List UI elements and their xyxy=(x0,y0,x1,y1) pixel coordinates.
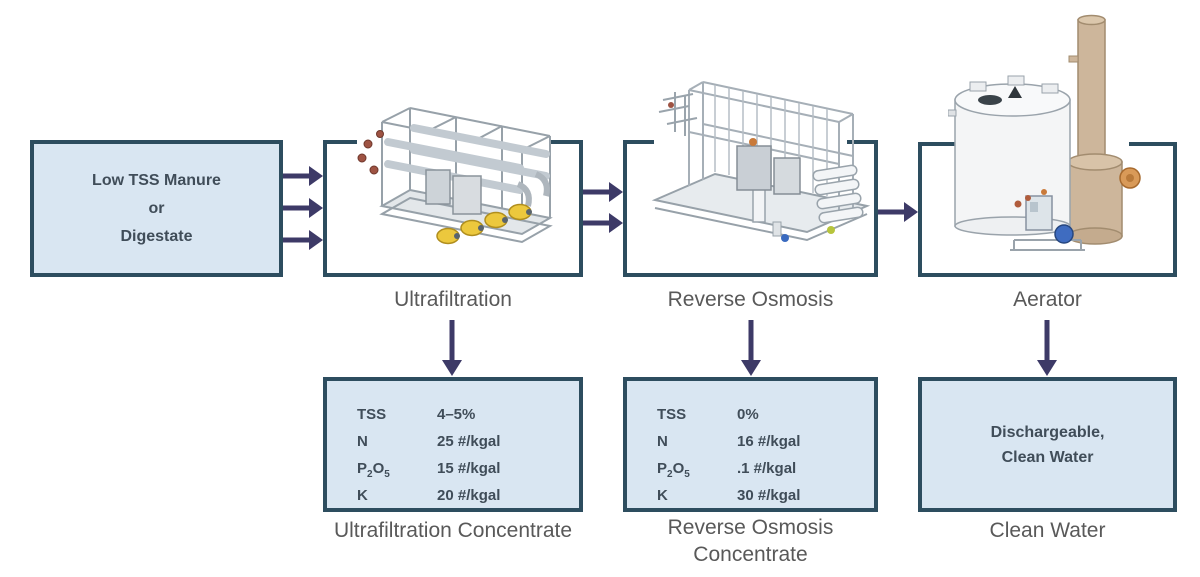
table-row: K 20 #/kgal xyxy=(357,482,500,509)
top-border-segment xyxy=(1129,142,1173,146)
table-row: TSS 4–5% xyxy=(357,401,500,428)
top-border-segment xyxy=(327,140,357,144)
flow-arrow-icon xyxy=(878,202,918,222)
table-row: P2O5 15 #/kgal xyxy=(357,455,500,482)
param-value: 30 #/kgal xyxy=(737,487,801,504)
param-label: TSS xyxy=(657,406,687,423)
reverse-osmosis-concentrate-box: TSS 0% N 16 #/kgal P2O5 .1 #/kgal K 30 #… xyxy=(623,377,878,512)
top-border-segment xyxy=(847,140,874,144)
ultrafiltration-label: Ultrafiltration xyxy=(394,288,512,311)
top-border-segment xyxy=(627,140,654,144)
param-value: 15 #/kgal xyxy=(437,460,501,477)
clean-water-label: Clean Water xyxy=(989,519,1106,542)
feed-line-2: or xyxy=(148,199,165,217)
aerator-equipment-image xyxy=(948,14,1141,251)
param-value: 0% xyxy=(737,406,759,423)
param-value: 20 #/kgal xyxy=(437,487,501,504)
flow-arrow-icon xyxy=(283,198,323,218)
reverse-osmosis-equipment-image xyxy=(651,81,871,242)
param-label: N xyxy=(657,433,668,450)
top-border-segment xyxy=(549,140,579,144)
flow-arrow-icon xyxy=(583,213,623,233)
param-value: 4–5% xyxy=(437,406,476,423)
feed-line-3: Digestate xyxy=(120,227,193,245)
param-value: .1 #/kgal xyxy=(737,460,797,477)
param-label: K xyxy=(657,487,668,504)
aerator-label: Aerator xyxy=(1013,288,1082,311)
down-arrow-icon xyxy=(741,320,761,376)
caption-line: Reverse Osmosis xyxy=(667,516,834,539)
clean-water-box: Dischargeable, Clean Water xyxy=(918,377,1177,512)
feed-line-1: Low TSS Manure xyxy=(92,171,221,189)
concentrate-table: TSS 0% N 16 #/kgal P2O5 .1 #/kgal K 30 #… xyxy=(627,381,800,509)
ultrafiltration-concentrate-box: TSS 4–5% N 25 #/kgal P2O5 15 #/kgal K 20… xyxy=(323,377,583,512)
flow-arrow-icon xyxy=(283,230,323,250)
top-border-segment xyxy=(922,142,966,146)
reverse-osmosis-label: Reverse Osmosis xyxy=(667,288,834,311)
table-row: P2O5 .1 #/kgal xyxy=(657,455,800,482)
clean-water-line-1: Dischargeable, xyxy=(990,423,1105,441)
param-value: 16 #/kgal xyxy=(737,433,801,450)
flow-arrow-icon xyxy=(283,166,323,186)
reverse-osmosis-concentrate-label: Reverse Osmosis Concentrate xyxy=(623,514,878,568)
down-arrow-icon xyxy=(1037,320,1057,376)
param-value: 25 #/kgal xyxy=(437,433,501,450)
param-label: N xyxy=(357,433,368,450)
param-label: TSS xyxy=(357,406,387,423)
table-row: K 30 #/kgal xyxy=(657,482,800,509)
down-arrow-icon xyxy=(442,320,462,376)
table-row: N 16 #/kgal xyxy=(657,428,800,455)
caption-line: Concentrate xyxy=(693,543,808,566)
param-label: K xyxy=(357,487,368,504)
ultrafiltration-equipment-image xyxy=(357,107,553,245)
table-row: N 25 #/kgal xyxy=(357,428,500,455)
flow-arrow-icon xyxy=(583,182,623,202)
feed-box: Low TSS Manure or Digestate xyxy=(30,140,283,277)
param-label: P2O5 xyxy=(657,460,690,480)
table-row: TSS 0% xyxy=(657,401,800,428)
clean-water-line-2: Clean Water xyxy=(1001,448,1094,466)
ultrafiltration-concentrate-label: Ultrafiltration Concentrate xyxy=(333,519,573,542)
concentrate-table: TSS 4–5% N 25 #/kgal P2O5 15 #/kgal K 20… xyxy=(327,381,500,509)
param-label: P2O5 xyxy=(357,460,390,480)
